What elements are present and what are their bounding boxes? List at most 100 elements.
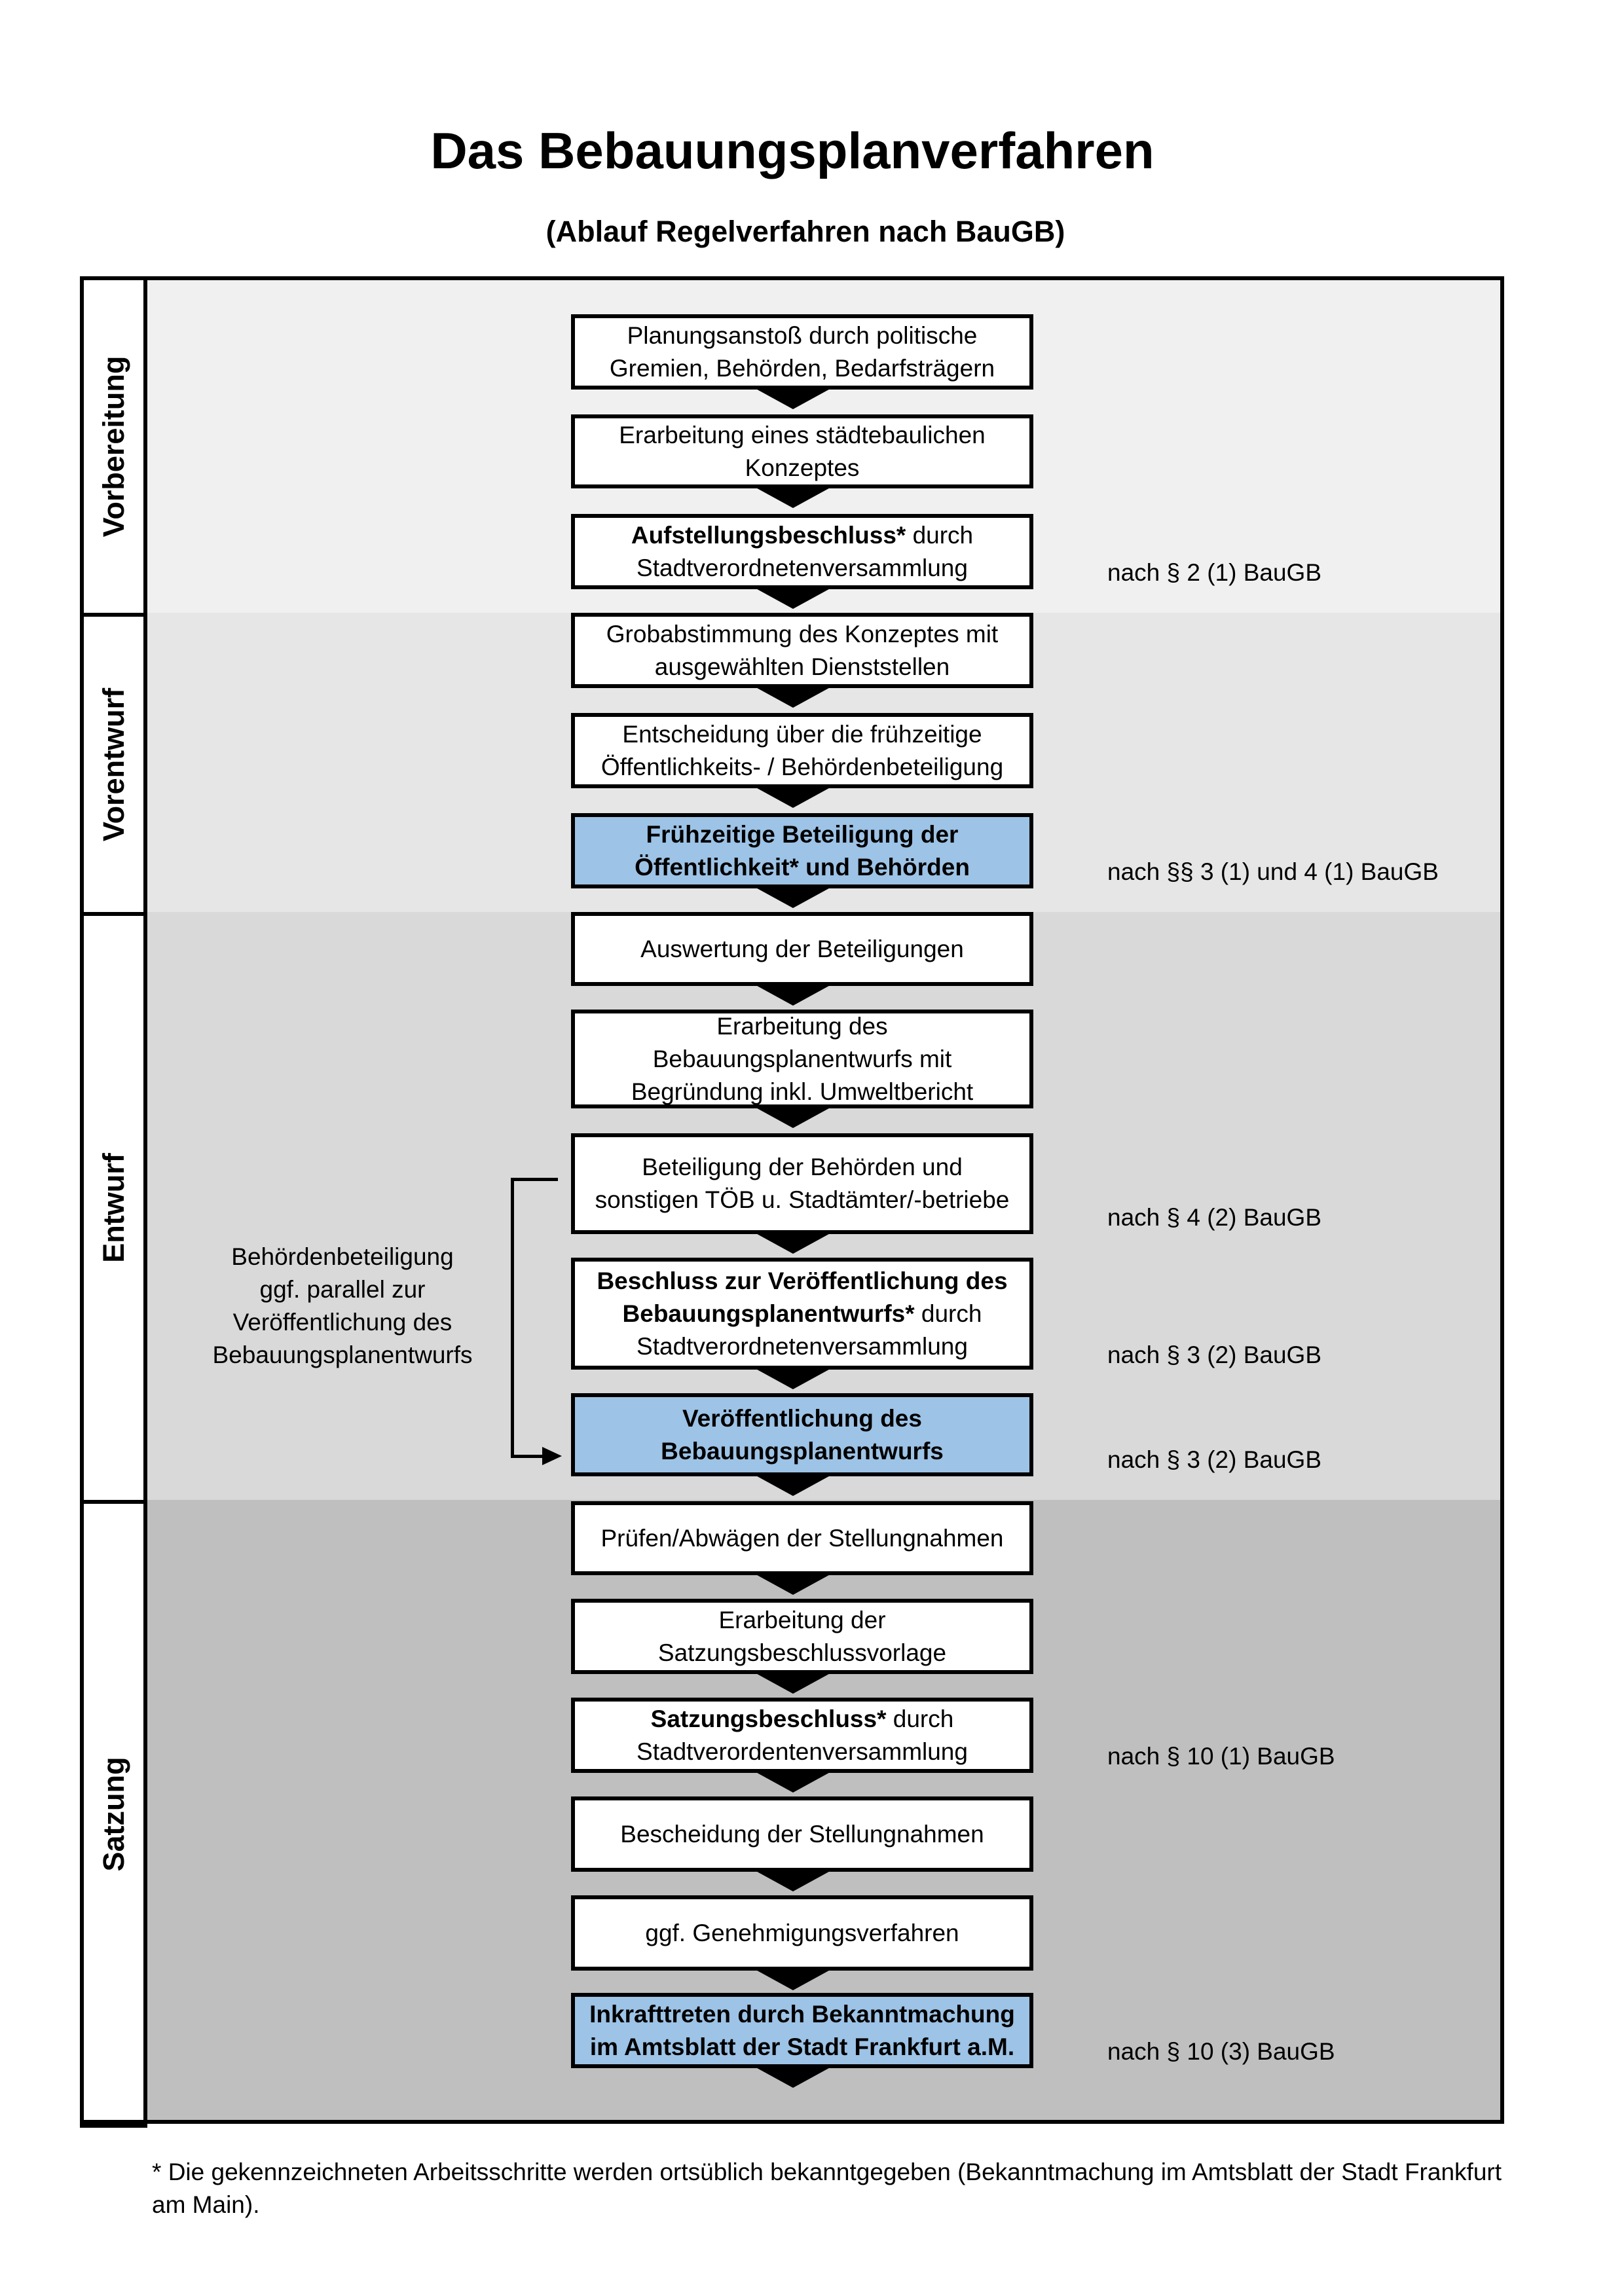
flow-arrow-icon [752, 1231, 834, 1254]
step-text: Begründung inkl. Umweltbericht [631, 1078, 974, 1105]
connector-line [511, 1178, 558, 1181]
step-text: Auswertung der Beteiligungen [640, 935, 964, 962]
step-line: Satzungsbeschlussvorlage [658, 1637, 946, 1669]
step-line: Bebauungsplanentwurfs mit [653, 1043, 952, 1076]
step-text: Satzungsbeschlussvorlage [657, 1639, 947, 1666]
step-text: Konzeptes [745, 454, 860, 481]
phase-label-text: Satzung [96, 1757, 130, 1871]
step-line: Öffentlichkeit* und Behörden [635, 851, 970, 884]
step-line: Begründung inkl. Umweltbericht [631, 1076, 973, 1108]
process-step: Beteiligung der Behörden und sonstigen TÖ… [571, 1133, 1033, 1234]
step-line: Beteiligung der Behörden und [642, 1151, 963, 1184]
step-line: Entscheidung über die frühzeitige [622, 718, 982, 751]
step-text: Grobabstimmung des Konzeptes mit [606, 620, 999, 647]
step-text-bold: Inkrafttreten [589, 2000, 731, 2028]
side-note-line: Behördenbeteiligung [231, 1243, 454, 1270]
step-text: durch [914, 1300, 982, 1327]
flow-arrow-icon [752, 1573, 834, 1595]
step-line: Konzeptes [745, 452, 860, 484]
legal-reference: nach § 2 (1) BauGB [1107, 559, 1322, 586]
step-text: durch Bekanntmachung [731, 2000, 1015, 2028]
step-line: Planungsanstoß durch politische [627, 319, 978, 352]
step-text: ggf. Genehmigungsverfahren [645, 1919, 959, 1946]
connector-arrowhead-icon [542, 1447, 562, 1465]
step-text: Erarbeitung des [716, 1012, 888, 1040]
step-line: sonstigen TÖB u. Stadtämter/-betriebe [595, 1184, 1010, 1216]
step-text-bold: Beschluss zur Veröffentlichung des [597, 1267, 1008, 1294]
legal-reference: nach § 10 (1) BauGB [1107, 1743, 1335, 1770]
step-line: Veröffentlichung des [682, 1402, 922, 1435]
step-text: durch [906, 521, 974, 549]
step-text: ausgewählten Dienststellen [654, 653, 950, 680]
phase-label-text: Vorbereitung [96, 355, 130, 538]
process-step: Bescheidung der Stellungnahmen [571, 1796, 1033, 1872]
side-note-line: ggf. parallel zur [259, 1276, 426, 1303]
flow-arrow-icon [752, 1671, 834, 1694]
legal-reference: nach § 3 (2) BauGB [1107, 1446, 1322, 1473]
step-text: Stadtverordentenversammlung [637, 1738, 968, 1765]
step-text: Planungsanstoß durch politische [627, 321, 978, 349]
step-line: Auswertung der Beteiligungen [640, 933, 964, 966]
step-text-bold: Bebauungsplanentwurfs [661, 1437, 944, 1465]
footnote: * Die gekennzeichneten Arbeitsschritte w… [152, 2159, 1502, 2218]
step-line: Satzungsbeschluss* durch [651, 1703, 954, 1736]
step-text: Bebauungsplanentwurfs mit [652, 1045, 952, 1072]
phase-label-text: Vorentwurf [96, 687, 130, 841]
flow-arrow-icon [752, 1367, 834, 1389]
flow-arrow-icon [752, 983, 834, 1006]
step-line: Bescheidung der Stellungnahmen [620, 1818, 984, 1851]
phase-label-vorentwurf: Vorentwurf [80, 613, 147, 916]
flow-arrow-icon [752, 486, 834, 508]
step-text-bold: Öffentlichkeit* und Behörden [635, 853, 970, 881]
flow-arrow-icon [752, 1474, 834, 1496]
process-step: Auswertung der Beteiligungen [571, 912, 1033, 986]
step-line: Frühzeitige Beteiligung der [646, 818, 959, 851]
step-text: Stadtverordnetenversammlung [637, 554, 968, 581]
step-text-bold: Frühzeitige Beteiligung der [646, 820, 959, 848]
page-title: Das Bebauungsplanverfahren [430, 122, 1154, 179]
step-text: Gremien, Behörden, Bedarfsträgern [609, 354, 995, 382]
step-text: Erarbeitung der [718, 1606, 886, 1633]
step-line: Stadtverordnetenversammlung [637, 1330, 968, 1363]
step-text: Erarbeitung eines städtebaulichen [619, 421, 986, 448]
process-step: Grobabstimmung des Konzeptes mit ausgewäh… [571, 613, 1033, 688]
step-line: Gremien, Behörden, Bedarfsträgern [610, 352, 995, 385]
step-line: Erarbeitung des [716, 1010, 887, 1043]
step-text-bold: Aufstellungsbeschluss* [631, 521, 906, 549]
phase-label-text: Entwurf [96, 1153, 130, 1263]
flow-arrow-icon [752, 1968, 834, 1990]
step-line: Erarbeitung eines städtebaulichen [619, 419, 986, 452]
legal-reference: nach § 3 (2) BauGB [1107, 1341, 1322, 1368]
step-line: ausgewählten Dienststellen [655, 651, 950, 683]
flow-arrow-icon [752, 1770, 834, 1793]
page-subtitle: (Ablauf Regelverfahren nach BauGB) [545, 215, 1065, 248]
step-text-bold: Veröffentlichung des [682, 1404, 922, 1432]
phase-label-satzung: Satzung [80, 1500, 147, 2128]
step-line: Stadtverordentenversammlung [637, 1736, 968, 1768]
flow-arrow-icon [752, 685, 834, 708]
step-line: Inkrafttreten durch Bekanntmachung [589, 1998, 1015, 2031]
step-text: Beteiligung der Behörden und [642, 1154, 963, 1180]
step-line: Beschluss zur Veröffentlichung des [597, 1265, 1007, 1298]
flow-arrow-icon [752, 2066, 834, 2088]
connector-line [511, 1178, 514, 1458]
step-line: Bebauungsplanentwurfs [661, 1435, 944, 1468]
flow-arrow-icon [752, 786, 834, 808]
legal-reference: nach §§ 3 (1) und 4 (1) BauGB [1107, 858, 1439, 885]
side-note: Behördenbeteiligung ggf. parallel zur Ve… [183, 1241, 502, 1372]
side-note-line: Veröffentlichung des [232, 1309, 452, 1336]
step-text: sonstigen TÖB u. Stadtämter/-betriebe [595, 1186, 1010, 1213]
step-text-bold: Satzungsbeschluss* [650, 1705, 887, 1732]
step-text: Prüfen/Abwägen der Stellungnahmen [600, 1524, 1004, 1552]
step-line: Bebauungsplanentwurfs* durch [623, 1298, 982, 1330]
step-line: Erarbeitung der [718, 1604, 885, 1637]
step-text-bold: Bebauungsplanentwurfs* [622, 1300, 915, 1327]
